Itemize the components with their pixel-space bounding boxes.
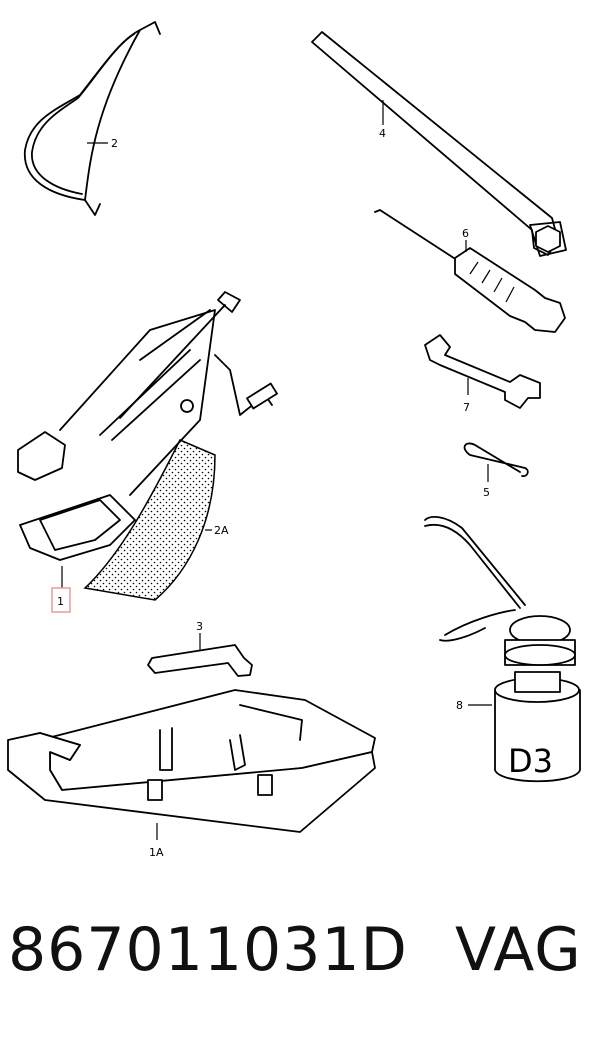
callout-2: 2 — [111, 137, 118, 150]
screwdriver-part: 6 — [374, 209, 566, 333]
oil-can-marking: D3 — [508, 742, 553, 780]
callout-6: 6 — [462, 227, 469, 240]
spanner-part: 7 — [424, 334, 541, 414]
callout-4: 4 — [379, 127, 386, 140]
parts-diagram: 2 4 6 7 5 — [7, 21, 581, 859]
callout-2A: 2A — [214, 524, 229, 537]
callout-8: 8 — [456, 699, 463, 712]
tray-part: 1A — [7, 689, 376, 859]
callout-3: 3 — [196, 620, 203, 633]
callout-1A: 1A — [149, 846, 164, 859]
callout-1-highlight — [51, 587, 71, 613]
clip-part: 5 — [463, 442, 529, 499]
strap-part: 2 — [24, 21, 161, 216]
part-number: 867011031D — [8, 915, 408, 985]
jack-part: 2A 1 — [17, 291, 278, 613]
key-part: 3 — [147, 620, 253, 677]
wheel-brace-part: 4 — [311, 31, 567, 257]
callout-7: 7 — [463, 401, 470, 414]
brand-name: VAG — [455, 915, 582, 985]
oil-can-part: D3 8 — [424, 516, 581, 783]
callout-1: 1 — [57, 595, 64, 608]
callout-5: 5 — [483, 486, 490, 499]
